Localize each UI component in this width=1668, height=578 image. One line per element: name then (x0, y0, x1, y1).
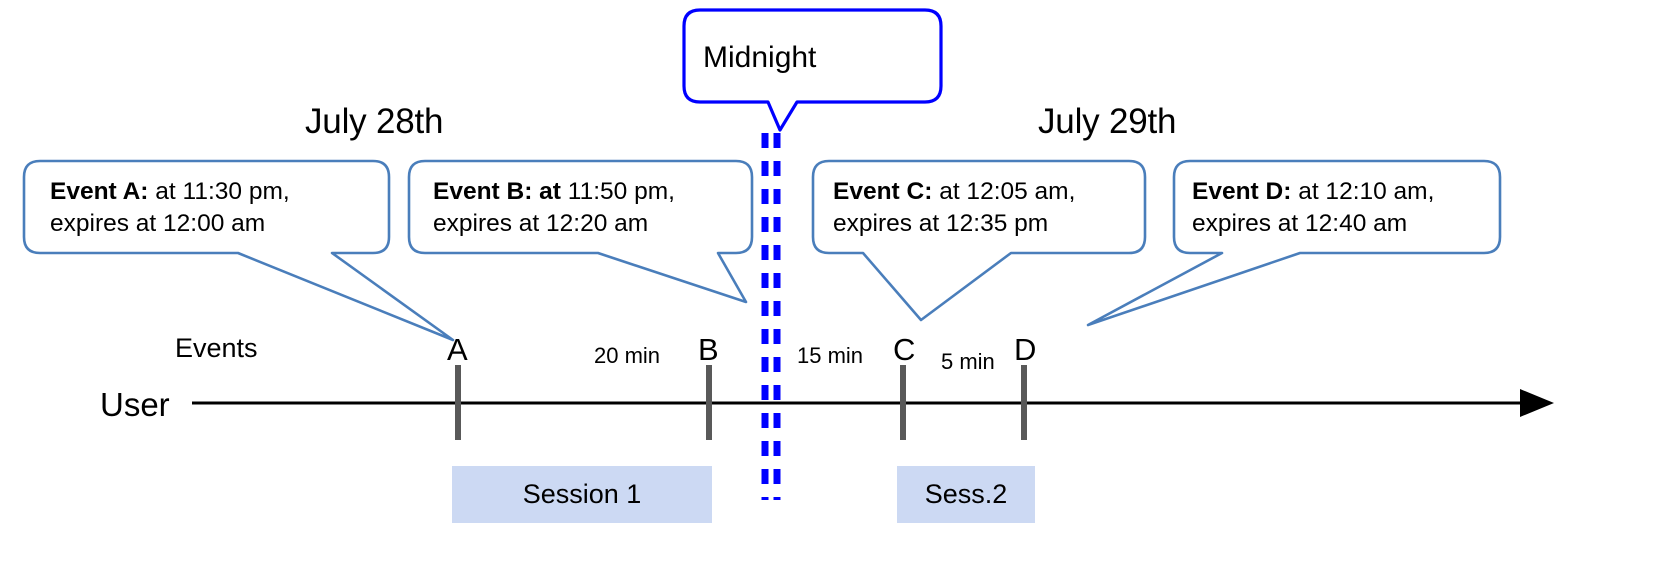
callout-d-line2: expires at 12:40 am (1192, 209, 1408, 237)
gap-label-c-d: 5 min (941, 349, 995, 374)
marker-label-d: D (1014, 332, 1037, 367)
callout-a-line2: expires at 12:00 am (50, 209, 266, 237)
callout-c-text: Event C: at 12:05 am, expires at 12:35 p… (833, 176, 1075, 240)
session-box-1: Session 1 (452, 466, 712, 523)
callout-c-bold: Event C: (833, 178, 933, 205)
user-row-label: User (100, 386, 170, 423)
day-label-july-28: July 28th (305, 102, 444, 141)
callout-c-line2: expires at 12:35 pm (833, 209, 1049, 237)
callout-d-bold: Event D: (1192, 178, 1292, 205)
gap-label-b-c: 15 min (797, 343, 864, 368)
callout-b-line2: expires at 12:20 am (433, 209, 649, 237)
marker-label-c: C (893, 332, 916, 367)
marker-label-a: A (447, 332, 468, 367)
gap-label-a-b: 20 min (594, 343, 661, 368)
events-row-label: Events (175, 333, 258, 363)
marker-label-b: B (698, 332, 719, 367)
callout-d-text: Event D: at 12:10 am, expires at 12:40 a… (1192, 176, 1434, 240)
callout-b-line1-rest: 11:50 pm, (560, 178, 675, 205)
callout-c-line1-rest: at 12:05 am, (932, 178, 1076, 205)
midnight-label: Midnight (703, 41, 817, 74)
callout-a-bold: Event A: (50, 178, 149, 205)
session-box-2: Sess.2 (897, 466, 1035, 523)
callout-d-line1-rest: at 12:10 am, (1291, 178, 1435, 205)
callout-a-text: Event A: at 11:30 pm, expires at 12:00 a… (50, 176, 290, 240)
day-label-july-29: July 29th (1038, 102, 1177, 141)
callout-b-text: Event B: at 11:50 pm, expires at 12:20 a… (433, 176, 675, 240)
callout-a-line1-rest: at 11:30 pm, (148, 178, 290, 205)
callout-b-bold: Event B: at (433, 178, 561, 205)
